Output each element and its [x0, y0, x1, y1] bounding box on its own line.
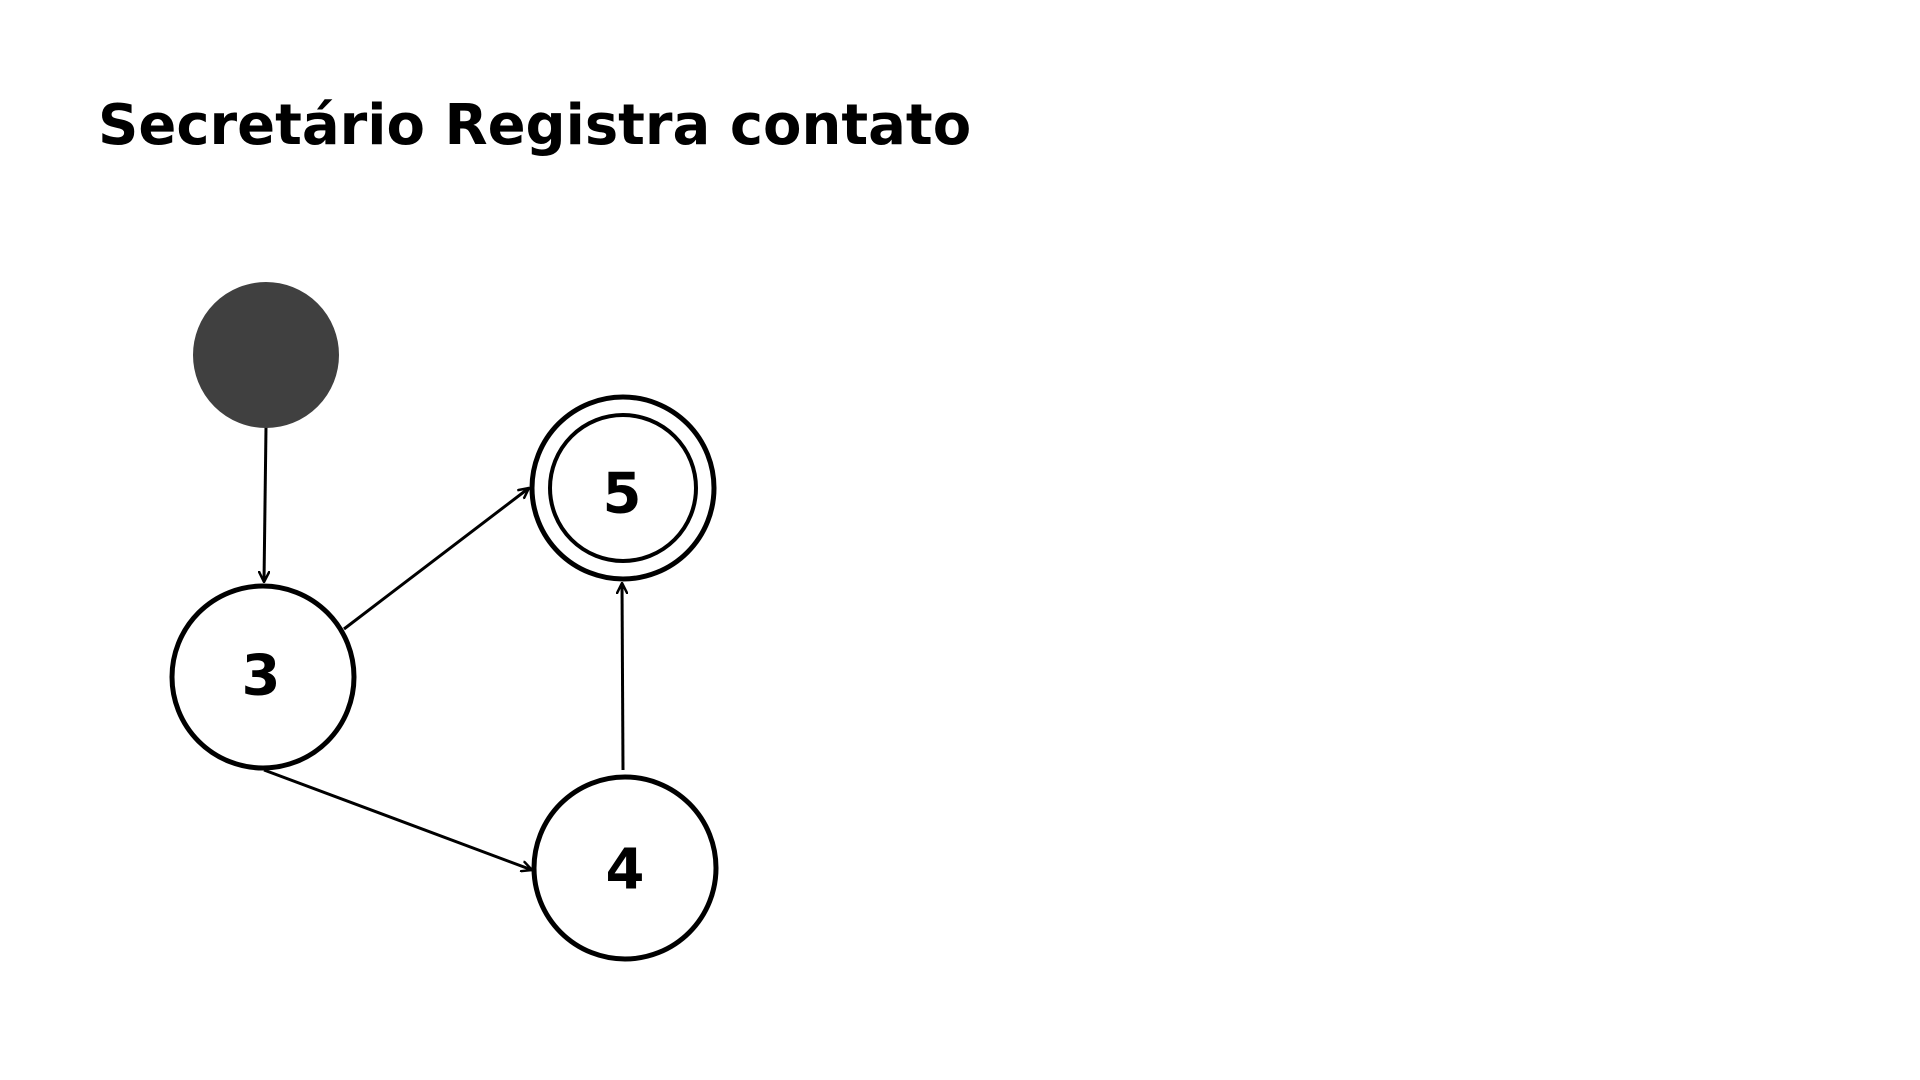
- state-5-inner-circle: [548, 413, 698, 563]
- state-5-label: 5: [603, 462, 642, 527]
- transition-3-to-5: [343, 488, 529, 631]
- state-4: 4: [531, 774, 719, 962]
- transition-4-to-5: [622, 583, 623, 771]
- state-3-circle: [169, 583, 357, 771]
- state-3-label: 3: [242, 644, 281, 709]
- state-3: 3: [169, 583, 357, 771]
- initial-state: [193, 282, 339, 428]
- state-4-label: 4: [606, 838, 645, 903]
- transition-initial-to-3: [264, 426, 266, 582]
- state-5: 5: [529, 394, 717, 582]
- page-title: Secretário Registra contato: [98, 93, 972, 158]
- state-4-circle: [531, 774, 719, 962]
- transition-3-to-4: [263, 768, 532, 870]
